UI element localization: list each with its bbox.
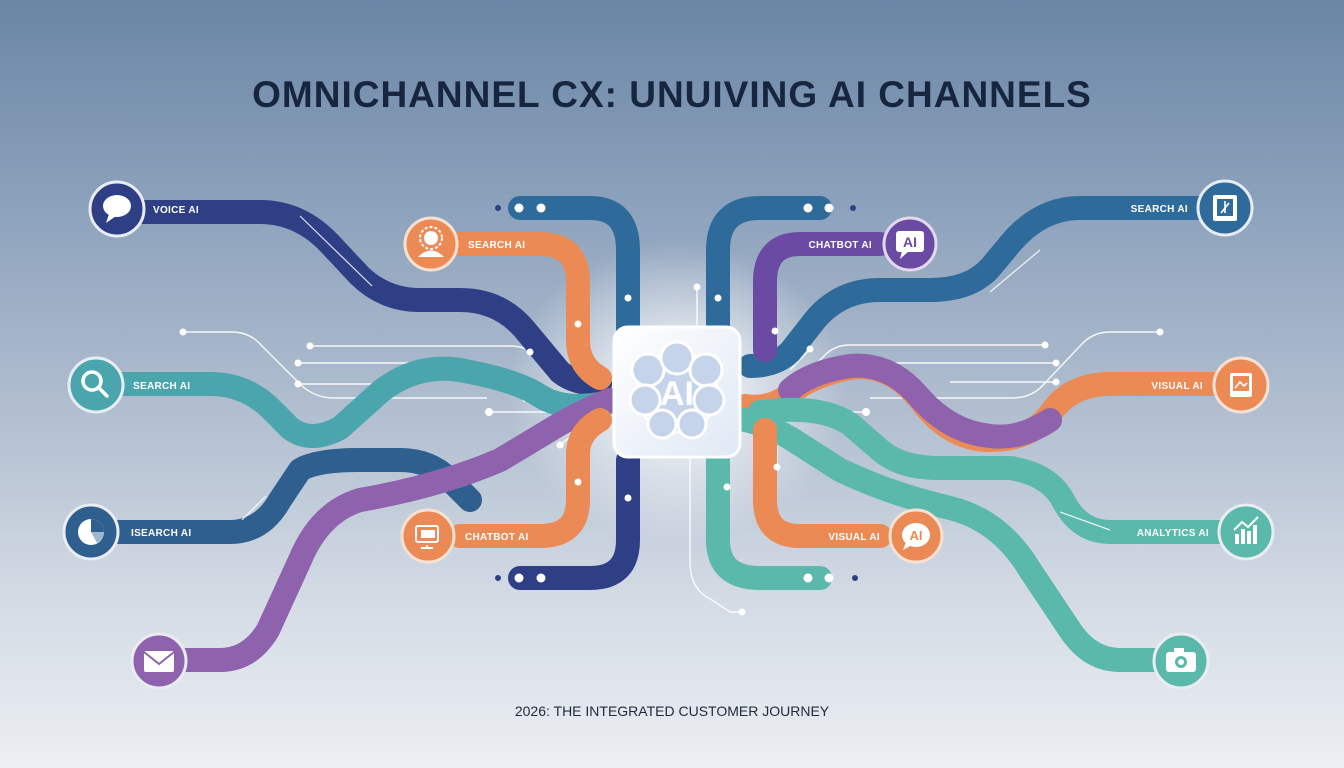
channel-mail[interactable] bbox=[130, 632, 188, 690]
line-highlights bbox=[241, 215, 1111, 531]
channel-chatbot-ai-right[interactable]: AI CHATBOT AI bbox=[808, 216, 938, 272]
image-tablet-icon bbox=[1230, 373, 1252, 397]
search-ai-inner-label: SEARCH AI bbox=[468, 240, 525, 251]
chatbot-ai-right-label: CHATBOT AI bbox=[808, 240, 872, 251]
search-ai-right-label: SEARCH AI bbox=[1131, 204, 1188, 215]
line-search-ai-right bbox=[738, 196, 1212, 378]
channel-search-ai-left[interactable]: SEARCH AI bbox=[67, 356, 190, 414]
connector-dots bbox=[179, 203, 1164, 616]
line-top-left-loop bbox=[508, 196, 640, 342]
line-analytics-ai bbox=[748, 397, 1236, 544]
line-camera bbox=[733, 408, 1172, 672]
ai-speech-icon: AI bbox=[902, 523, 930, 550]
line-bottom-right-loop bbox=[706, 448, 832, 590]
visual-ai-inner-label: VISUAL AI bbox=[828, 532, 880, 543]
line-voice-ai bbox=[128, 200, 612, 396]
chatbot-ai-inner-label: CHATBOT AI bbox=[465, 532, 529, 543]
isearch-ai-label: ISEARCH AI bbox=[131, 528, 191, 539]
analytics-ai-label: ANALYTICS AI bbox=[1137, 528, 1209, 539]
channel-analytics-ai[interactable]: ANALYTICS AI bbox=[1137, 503, 1275, 561]
tablet-icon bbox=[1213, 195, 1237, 221]
page-title: OMNICHANNEL CX: UNUIVING AI CHANNELS bbox=[252, 74, 1092, 115]
magnifier-icon bbox=[81, 370, 109, 398]
line-isearch-ai bbox=[106, 448, 482, 544]
chatbot-ai-right-badge: AI bbox=[903, 234, 917, 250]
line-search-ai-inner bbox=[448, 232, 612, 390]
channel-voice-ai[interactable]: VOICE AI bbox=[88, 180, 199, 238]
channel-camera[interactable] bbox=[1152, 632, 1210, 690]
chat-bubble-icon bbox=[103, 195, 131, 223]
line-chatbot-ai-right bbox=[753, 232, 892, 362]
ai-hub[interactable]: AI bbox=[612, 325, 742, 459]
brain-icon bbox=[628, 340, 726, 440]
camera-icon bbox=[1166, 648, 1196, 672]
line-bottom-left-loop bbox=[508, 448, 640, 590]
channel-visual-ai-right[interactable]: VISUAL AI bbox=[1151, 356, 1270, 414]
line-violet-wave bbox=[778, 353, 1062, 449]
voice-ai-label: VOICE AI bbox=[153, 205, 199, 216]
visual-ai-right-label: VISUAL AI bbox=[1151, 381, 1203, 392]
visual-ai-inner-badge: AI bbox=[910, 528, 923, 543]
channel-search-ai-inner[interactable]: SEARCH AI bbox=[403, 216, 525, 272]
loop-outer-dots bbox=[495, 205, 858, 581]
page-subtitle: 2026: THE INTEGRATED CUSTOMER JOURNEY bbox=[514, 703, 830, 719]
channel-isearch-ai[interactable]: ISEARCH AI bbox=[62, 503, 191, 561]
hub-label: AI bbox=[660, 375, 694, 413]
settings-user-icon bbox=[418, 226, 444, 257]
channel-chatbot-ai-inner[interactable]: CHATBOT AI bbox=[400, 508, 529, 564]
ai-speech-icon: AI bbox=[896, 231, 924, 259]
channel-visual-ai-inner[interactable]: AI VISUAL AI bbox=[828, 508, 944, 564]
line-search-ai-left bbox=[106, 356, 622, 448]
line-mail bbox=[174, 388, 622, 672]
search-ai-left-label: SEARCH AI bbox=[133, 381, 190, 392]
line-top-right-loop bbox=[706, 196, 832, 342]
line-visual-ai-inner bbox=[753, 418, 892, 548]
envelope-icon bbox=[143, 651, 175, 672]
bar-chart-icon bbox=[1233, 516, 1259, 544]
line-chatbot-ai-inner bbox=[448, 408, 612, 548]
pie-chart-icon bbox=[78, 519, 104, 545]
monitor-chat-icon bbox=[415, 525, 439, 549]
channel-search-ai-right[interactable]: SEARCH AI bbox=[1131, 179, 1254, 237]
